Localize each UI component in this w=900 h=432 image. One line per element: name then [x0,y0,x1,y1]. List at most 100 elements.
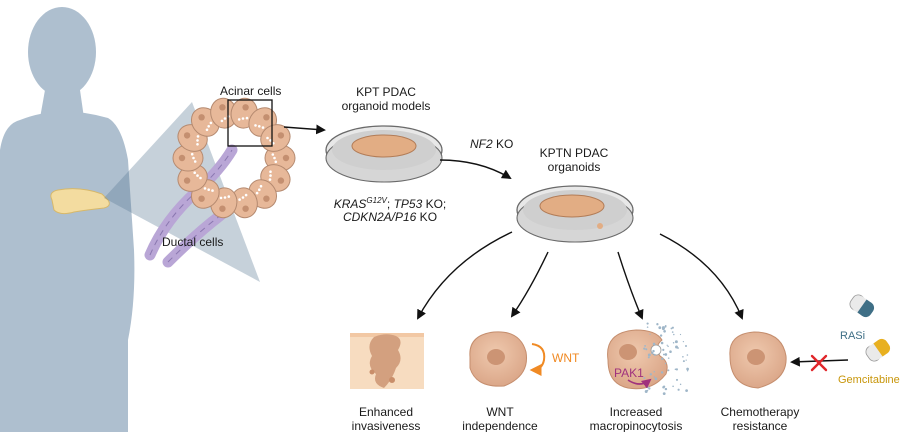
particle [672,385,674,388]
particle [673,333,675,336]
macropinocytosis-particles [643,322,689,395]
particle [649,333,651,335]
label-kpt-line1: KPT PDAC [356,85,416,99]
outcome-macro-line1: Increased [609,405,663,419]
particle [686,354,689,356]
zymogen-granule [196,143,199,146]
label-pak1: PAK1 [614,366,644,380]
particle [643,376,646,380]
particle [654,377,658,381]
particle [646,326,649,328]
zymogen-granule [268,178,272,181]
particle [682,355,684,358]
zymogen-granule [258,125,261,128]
particle [667,357,670,359]
outcome-chemo-line2: resistance [732,419,788,432]
particle [659,334,663,337]
outcome-macro-line2: macropinocytosis [589,419,683,432]
acinar-nucleus [242,205,249,212]
label-kpt-line2: organoid models [341,99,431,113]
label-kras: KRAS [333,197,367,211]
label-kptn-line2: organoids [547,160,601,174]
particle [653,376,656,378]
zymogen-granule [196,135,200,138]
zymogen-granule [254,124,257,127]
particle [674,340,678,344]
label-ductal-cells: Ductal cells [162,235,224,249]
cell-chemoresistance [729,331,787,389]
particle [656,323,659,326]
zymogen-granule [238,198,241,201]
particle [664,353,668,356]
zymogen-granule [241,196,245,199]
zymogen-granule [237,118,241,121]
cell-macropinocytosis [607,329,668,390]
acinar-nucleus [277,132,285,139]
acinar-nucleus [219,104,226,111]
zymogen-granule [207,188,210,191]
particle [661,357,664,361]
wnt-autocrine-arrow [529,343,546,376]
acinar-nucleus [277,177,285,184]
particle [667,369,670,372]
zymogen-granule [196,174,199,177]
outcome-chemo-line1: Chemotherapy [720,405,800,419]
gemcitabine-capsule-icon [865,338,891,362]
particle [646,385,649,389]
kptn-dish [516,185,634,243]
zymogen-granule [193,171,196,174]
particle [662,386,665,389]
particle [685,359,687,361]
particle [669,350,672,353]
label-nf2-gene: NF2 [470,137,493,151]
block-x-icon [810,354,828,372]
zymogen-granule [223,196,227,199]
zymogen-granule [219,196,223,200]
particle [647,356,650,359]
particle [667,345,669,348]
particle [675,368,679,371]
zymogen-granule [199,176,202,180]
zymogen-granule [203,187,207,190]
arrow-to-invasiveness [417,231,513,320]
particle [679,333,682,336]
acinar-nucleus [183,177,191,184]
particle [664,362,667,365]
invasion-tissue [350,333,424,389]
acinar-nucleus [263,195,270,202]
acinar-nucleus [219,205,226,212]
zymogen-granule [274,160,278,164]
particle [686,370,689,372]
particle [644,344,647,347]
zymogen-granule [245,116,249,120]
particle [645,348,648,351]
zymogen-granule [192,156,195,160]
arrow-to-macropinocytosis [617,251,644,320]
zymogen-granule [223,117,227,120]
particle [682,360,685,363]
particle [679,383,682,386]
label-nf2-ko: NF2 KO [470,137,513,151]
label-gemcitabine: Gemcitabine [838,374,900,386]
zymogen-granule [266,136,269,140]
label-cdkn2a-ko: KO [416,210,438,224]
acinar-nucleus [178,154,186,162]
zymogen-granule [255,191,259,195]
zymogen-granule [273,156,276,160]
zymogen-granule [211,189,214,192]
particle [648,387,651,390]
particle [660,341,664,345]
particle [646,322,649,325]
outcome-wnt-line1: WNT [486,405,514,419]
particle [651,351,654,355]
label-wnt: WNT [552,351,580,365]
zymogen-granule [193,160,197,163]
pak1-arrow [627,378,652,389]
particle [652,349,655,353]
particle [677,388,680,391]
acinar-cell [260,124,291,152]
label-kptn-line1: KPTN PDAC [539,146,609,160]
particle [649,373,653,376]
acinar-nucleus [263,114,270,121]
particle [671,331,674,333]
